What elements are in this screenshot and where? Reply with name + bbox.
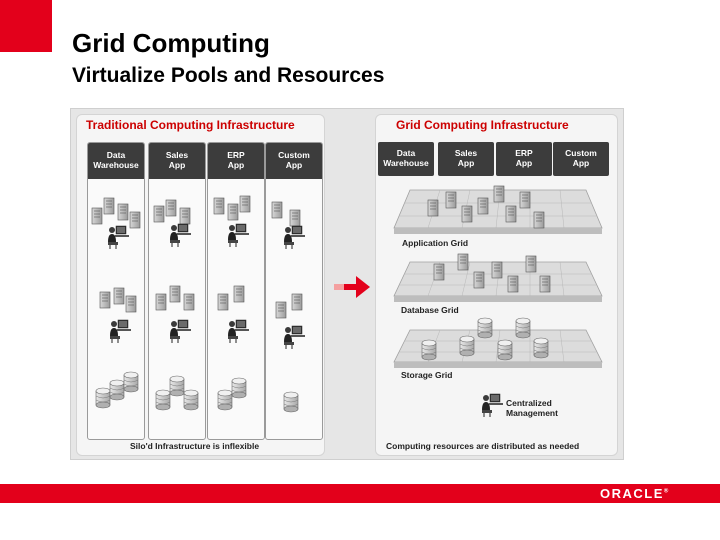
server-icon <box>99 291 111 309</box>
grid-app-data-warehouse: Data Warehouse <box>378 142 434 176</box>
server-icon <box>525 255 537 273</box>
silo-header-sales-app: Sales App <box>149 143 205 179</box>
database-icon <box>123 371 139 393</box>
database-icon <box>155 389 171 411</box>
application-grid-label: Application Grid <box>402 238 469 248</box>
server-icon <box>129 211 141 229</box>
grid-app-sales-app: Sales App <box>438 142 494 176</box>
database-icon <box>533 337 549 359</box>
server-icon <box>233 285 245 303</box>
server-icon <box>213 197 225 215</box>
server-icon <box>217 293 229 311</box>
silo-sales-app-resources <box>153 199 199 411</box>
server-icon <box>227 203 239 221</box>
server-icon <box>117 203 129 221</box>
server-icon <box>445 191 457 209</box>
slide-subtitle: Virtualize Pools and Resources <box>72 64 385 87</box>
database-icon <box>95 387 111 409</box>
oracle-logo: ORACLE® <box>600 486 668 501</box>
server-icon <box>271 201 283 219</box>
database-grid-label: Database Grid <box>401 305 459 315</box>
silo-erp-app-resources <box>213 195 251 411</box>
silo-header-data-warehouse: Data Warehouse <box>88 143 144 179</box>
server-icon <box>427 199 439 217</box>
database-icon <box>459 335 475 357</box>
arrow-right-icon <box>334 276 370 298</box>
bottom-red-bar <box>0 484 720 503</box>
admin-person-icon <box>169 223 192 248</box>
server-icon <box>433 263 445 281</box>
database-grid-platform <box>393 253 603 302</box>
silo-column-custom-app: Custom App <box>265 142 323 440</box>
database-icon <box>477 317 493 339</box>
oracle-logo-text: ORACLE <box>600 486 664 501</box>
database-icon <box>217 389 233 411</box>
traditional-panel-title: Traditional Computing Infrastructure <box>86 118 295 132</box>
server-icon <box>291 293 303 311</box>
admin-person-icon <box>227 223 250 248</box>
admin-person-icon <box>283 225 306 250</box>
silo-custom-app-resources <box>271 201 306 413</box>
server-icon <box>461 205 473 223</box>
server-icon <box>275 301 287 319</box>
application-grid-platform <box>393 185 603 234</box>
server-icon <box>179 207 191 225</box>
server-icon <box>125 295 137 313</box>
server-icon <box>289 209 301 227</box>
grid-panel-caption: Computing resources are distributed as n… <box>386 441 580 451</box>
silo-header-erp-app: ERP App <box>208 143 264 179</box>
database-icon <box>421 339 437 361</box>
database-icon <box>515 317 531 339</box>
server-icon <box>169 285 181 303</box>
server-icon <box>533 211 545 229</box>
admin-person-icon <box>109 319 132 344</box>
red-corner-accent <box>0 0 52 52</box>
server-icon <box>165 199 177 217</box>
server-icon <box>457 253 469 271</box>
admin-person-icon <box>481 393 504 418</box>
storage-grid-label: Storage Grid <box>401 370 453 380</box>
admin-person-icon <box>283 325 306 350</box>
server-icon <box>113 287 125 305</box>
server-icon <box>183 293 195 311</box>
server-icon <box>91 207 103 225</box>
database-icon <box>169 375 185 397</box>
server-icon <box>519 191 531 209</box>
centralized-management-label: Centralized Management <box>506 398 558 419</box>
database-icon <box>183 389 199 411</box>
slide-title: Grid Computing <box>72 28 270 58</box>
server-icon <box>153 205 165 223</box>
admin-person-icon <box>107 225 130 250</box>
server-icon <box>507 275 519 293</box>
database-icon <box>109 379 125 401</box>
database-icon <box>497 339 513 361</box>
grid-app-erp-app: ERP App <box>496 142 552 176</box>
server-icon <box>103 197 115 215</box>
server-icon <box>505 205 517 223</box>
database-icon <box>283 391 299 413</box>
grid-panel-title: Grid Computing Infrastructure <box>396 118 569 132</box>
silo-header-custom-app: Custom App <box>266 143 322 179</box>
server-icon <box>539 275 551 293</box>
trademark-mark: ® <box>663 488 669 495</box>
server-icon <box>239 195 251 213</box>
server-icon <box>155 293 167 311</box>
server-icon <box>477 197 489 215</box>
server-icon <box>473 271 485 289</box>
server-icon <box>493 185 505 203</box>
admin-person-icon <box>227 319 250 344</box>
server-icon <box>491 261 503 279</box>
database-icon <box>231 377 247 399</box>
storage-grid-platform <box>393 317 603 368</box>
silo-data-warehouse-resources <box>91 197 141 409</box>
centralized-management-admin <box>481 393 504 418</box>
admin-person-icon <box>169 319 192 344</box>
traditional-panel-caption: Silo'd Infrastructure is inflexible <box>130 441 260 451</box>
grid-app-custom-app: Custom App <box>553 142 609 176</box>
